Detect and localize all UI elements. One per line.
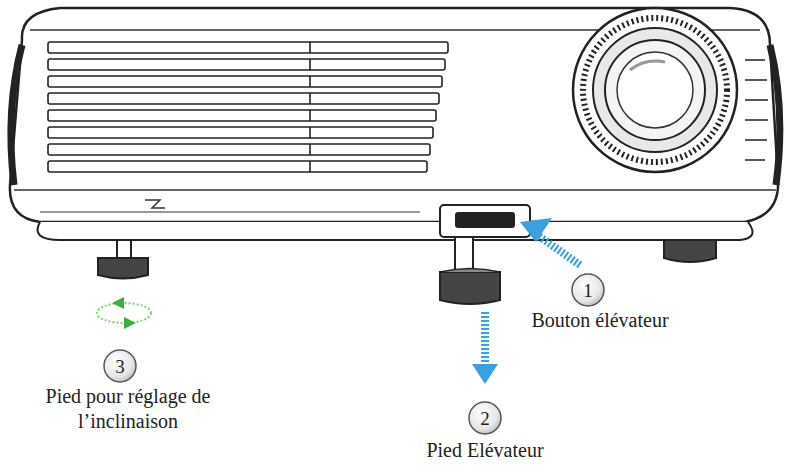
- part-label: Bouton élévateur: [490, 308, 710, 333]
- callout-number: 1: [573, 281, 603, 300]
- part-label: Pied pour réglage de l’inclinaison: [3, 384, 253, 434]
- part-label: Pied Elévateur: [375, 438, 595, 463]
- callout-number: 3: [105, 357, 135, 376]
- callout-number: 2: [470, 409, 500, 428]
